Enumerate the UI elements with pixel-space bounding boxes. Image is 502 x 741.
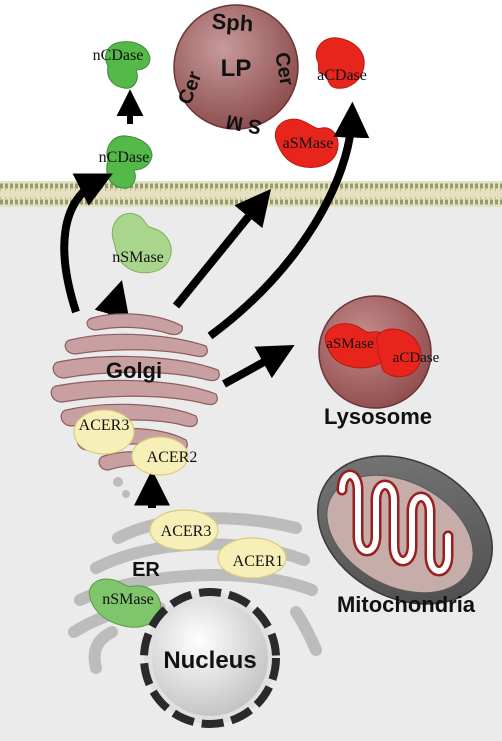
arrow-golgi-to-acdase xyxy=(207,101,370,340)
ncdase-top-enzyme xyxy=(105,41,151,89)
nucleus-label: Nucleus xyxy=(163,647,256,674)
acer1-enzyme xyxy=(217,537,287,579)
mitochondrion xyxy=(316,455,494,605)
nucleus xyxy=(140,588,280,728)
transport-arrows xyxy=(60,89,370,508)
lipoprotein xyxy=(173,4,299,130)
golgi-label: Golgi xyxy=(106,358,162,383)
arrow-golgi-to-lysosome xyxy=(222,345,295,388)
acer3-golgi-label: ACER3 xyxy=(79,417,130,434)
lysosome xyxy=(318,295,432,409)
sph-label: Sph xyxy=(211,9,254,37)
acdase-top-label: aCDase xyxy=(317,67,367,84)
acer3-golgi-enzyme xyxy=(73,409,135,455)
er-label: ER xyxy=(132,559,160,581)
vesicle xyxy=(122,490,130,498)
nsmase-membrane-enzyme xyxy=(111,212,172,274)
vesicle xyxy=(113,477,123,487)
acdase-top-enzyme xyxy=(315,37,365,89)
acdase-lysosome-enzyme xyxy=(376,328,422,378)
acdase-lysosome-label: aCDase xyxy=(393,350,440,366)
acer1-label: ACER1 xyxy=(233,553,284,570)
acer3-er-enzyme xyxy=(149,509,219,551)
acer2-label: ACER2 xyxy=(147,449,198,466)
ncdase-mid-label: nCDase xyxy=(99,149,150,166)
asmase-membrane-label: aSMase xyxy=(283,135,334,152)
ncdase-top-label: nCDase xyxy=(93,47,144,64)
ncdase-mid-enzyme xyxy=(106,135,153,189)
arrow-golgi-to-ncdase xyxy=(60,173,113,314)
arrow-golgi-to-asmase xyxy=(172,188,272,309)
lp-label: LP xyxy=(221,55,252,82)
mitochondria-label: Mitochondria xyxy=(337,592,476,617)
lysosome-label: Lysosome xyxy=(324,404,432,429)
nsmase-membrane-label: nSMase xyxy=(112,249,164,266)
acer3-er-label: ACER3 xyxy=(161,523,212,540)
nsmase-er-label: nSMase xyxy=(102,591,154,608)
nsmase-er-enzyme xyxy=(88,578,162,628)
acer2-enzyme xyxy=(131,436,189,476)
asmase-lysosome-label: aSMase xyxy=(326,336,374,352)
